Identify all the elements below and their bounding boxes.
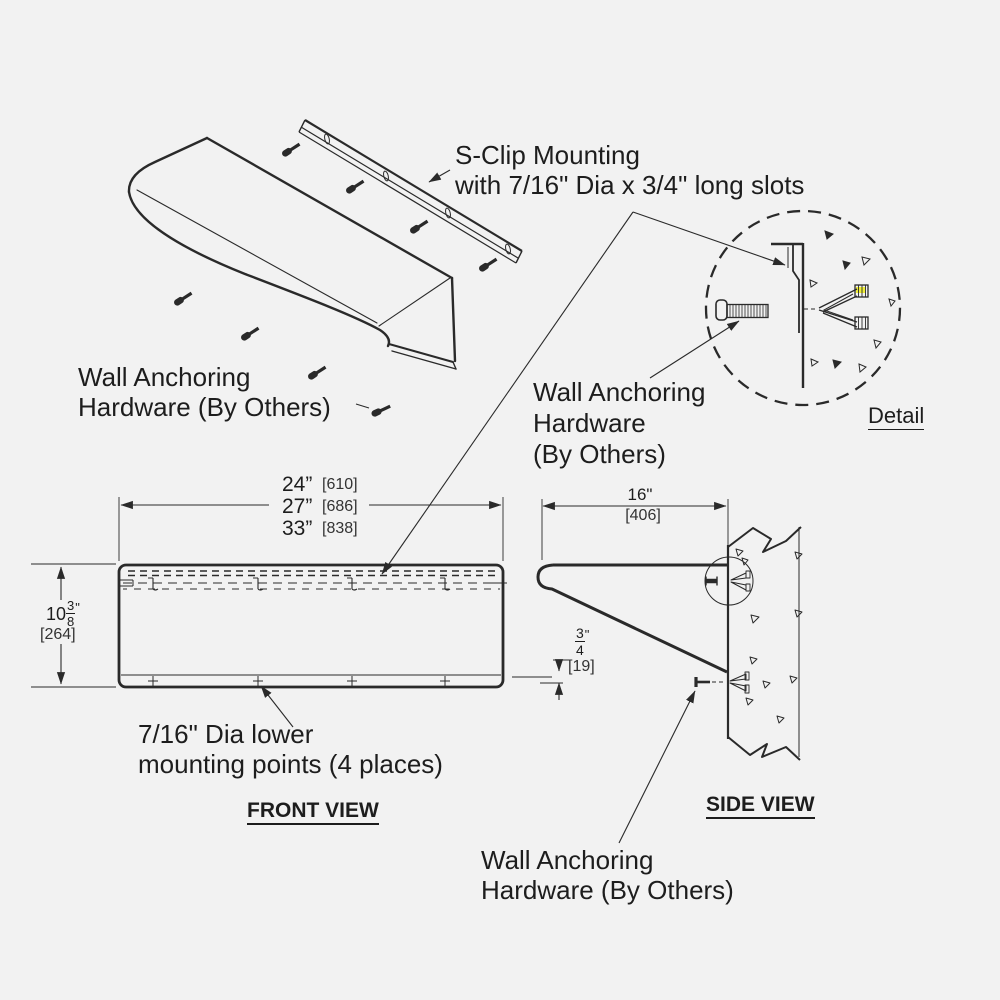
highlight-mark: [856, 287, 865, 293]
leader-lines: [260, 169, 786, 844]
detail-label: Detail: [868, 403, 925, 430]
screw-icon: [244, 328, 258, 337]
side-view-drawing: [536, 526, 803, 761]
mounting-points-line2: mounting points (4 places): [138, 749, 443, 779]
wall-anchor-mid-line1: Wall Anchoring: [533, 377, 706, 407]
wall-anchor-mid-label: Wall Anchoring Hardware (By Others): [533, 377, 705, 470]
depth-dim: 16": [627, 485, 653, 504]
wall-anchor-mid-line2: Hardware: [533, 408, 646, 438]
dimension-lines: [31, 497, 729, 700]
wall-anchor-bottom-label: Wall Anchoring Hardware (By Others): [481, 845, 734, 905]
screw-icon: [375, 406, 390, 413]
isometric-view-drawing: [127, 136, 457, 370]
front-view-title: FRONT VIEW: [247, 799, 379, 825]
screw-icon: [177, 293, 191, 302]
s-clip-label-line2: with 7/16" Dia x 3/4" long slots: [455, 170, 805, 200]
screw-icon: [349, 181, 363, 190]
front-view-drawing: [117, 563, 507, 689]
mounting-points-label: 7/16" Dia lower mounting points (4 place…: [138, 719, 443, 779]
width-dim-33: 33”[838]: [282, 517, 358, 540]
detail-circle-drawing: [704, 209, 902, 407]
height-dim-mm: [264]: [40, 626, 76, 643]
s-clip-label: S-Clip Mounting with 7/16" Dia x 3/4" lo…: [455, 140, 804, 200]
wall-anchor-top-line1: Wall Anchoring: [78, 362, 251, 392]
s-clip-label-line1: S-Clip Mounting: [455, 140, 640, 170]
screw-icon: [285, 144, 299, 153]
width-dim-27: 27”[686]: [282, 495, 358, 518]
wall-anchor-mid-line3: (By Others): [533, 439, 666, 469]
wall-anchor-bottom-line2: Hardware (By Others): [481, 875, 734, 905]
wall-anchor-bottom-line1: Wall Anchoring: [481, 845, 654, 875]
wall-anchor-top-line2: Hardware (By Others): [78, 392, 331, 422]
s-clip-rail-drawing: [298, 119, 523, 264]
width-dim-24: 24”[610]: [282, 473, 358, 496]
screw-icon: [482, 259, 496, 268]
screw-icon: [413, 221, 427, 230]
depth-dim-mm: [406]: [625, 507, 661, 524]
side-view-title: SIDE VIEW: [706, 793, 815, 819]
wall-anchor-top-label: Wall Anchoring Hardware (By Others): [78, 362, 331, 422]
offset-dim-mm: [19]: [568, 658, 595, 675]
mounting-points-line1: 7/16" Dia lower: [138, 719, 314, 749]
